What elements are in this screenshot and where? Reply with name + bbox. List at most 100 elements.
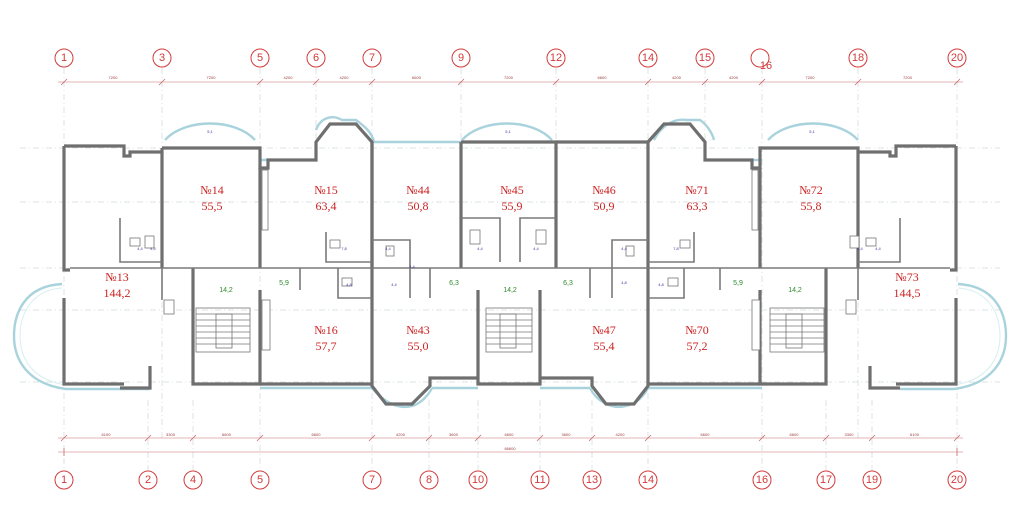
axis-label: 14 xyxy=(642,52,654,64)
axis-marker-top: 20 xyxy=(947,48,967,68)
bathroom-area: 7,8 xyxy=(341,246,347,251)
dim-label: 7200 xyxy=(109,75,119,80)
apartment-area: 144,2 xyxy=(104,286,131,300)
axis-marker-top: 7 xyxy=(362,48,382,68)
axis-label: 1 xyxy=(61,474,67,486)
axis-label: 5 xyxy=(257,474,263,486)
dim-tick xyxy=(425,434,433,442)
axis-marker-bottom: 20 xyxy=(947,470,967,490)
axis-label: 4 xyxy=(190,474,196,486)
apartment-number: №15 xyxy=(314,183,337,197)
stairwells xyxy=(195,307,825,353)
dim-tick xyxy=(644,78,652,86)
axis-marker-bottom: 10 xyxy=(468,470,488,490)
apartment-number: №72 xyxy=(799,183,822,197)
dim-label: 6100 xyxy=(102,432,112,437)
axis-circle xyxy=(419,470,439,490)
dim-label: 6100 xyxy=(910,432,920,437)
apartment-area: 55,5 xyxy=(202,199,223,213)
axis-marker-bottom: 13 xyxy=(582,470,602,490)
dim-tick xyxy=(256,434,264,442)
dim-label: 6600 xyxy=(790,432,800,437)
dim-tick xyxy=(536,434,544,442)
apartment-area: 57,2 xyxy=(687,339,708,353)
axis-label: 17 xyxy=(820,474,832,486)
axis-circle xyxy=(54,48,74,68)
hall-area: 14,2 xyxy=(788,287,802,294)
axis-circle xyxy=(152,48,172,68)
dim-tick xyxy=(158,78,166,86)
axis-circle xyxy=(582,470,602,490)
axis-circle xyxy=(183,470,203,490)
axis-label: 7 xyxy=(369,474,375,486)
bathroom-area: 4,8 xyxy=(658,282,664,287)
axis-marker-top: 18 xyxy=(848,48,868,68)
dim-label: 6600 xyxy=(701,432,711,437)
dim-tick xyxy=(953,434,961,442)
hall-area: 6,3 xyxy=(449,280,459,287)
dim-label: 4200 xyxy=(284,75,294,80)
axis-label: 5 xyxy=(257,52,263,64)
axis-marker-bottom: 2 xyxy=(138,470,158,490)
axis-circle xyxy=(695,48,715,68)
dim-tick xyxy=(758,434,766,442)
bathroom-area: 4,8 xyxy=(346,282,352,287)
dim-tick xyxy=(552,78,560,86)
bay-area: 5,1 xyxy=(505,129,511,134)
hall-area: 14,2 xyxy=(219,287,233,294)
dim-label: 3300 xyxy=(166,432,176,437)
axis-marker-bottom: 19 xyxy=(862,470,882,490)
dim-tick xyxy=(312,78,320,86)
dim-label: 7200 xyxy=(207,75,217,80)
walls xyxy=(62,122,958,406)
axis-circle xyxy=(546,48,566,68)
axis-marker-top: 15 xyxy=(695,48,715,68)
axis-label: 13 xyxy=(586,474,598,486)
dim-total-label: 66600 xyxy=(504,446,516,451)
dim-label: 3600 xyxy=(449,432,459,437)
axis-circle xyxy=(250,48,270,68)
dim-tick xyxy=(822,434,830,442)
dim-tick xyxy=(256,78,264,86)
dim-tick xyxy=(457,78,465,86)
axis-circle xyxy=(451,48,471,68)
axis-circle xyxy=(54,470,74,490)
axis-label: 8 xyxy=(426,474,432,486)
apartment-area: 55,0 xyxy=(408,339,429,353)
axis-circle xyxy=(816,470,836,490)
dim-label: 4200 xyxy=(672,75,682,80)
apartment-labels: №14 55,5 №15 63,4 №44 50,8 №45 55,9 №46 … xyxy=(104,183,921,353)
dim-tick xyxy=(953,78,961,86)
apartment-number: №71 xyxy=(685,183,708,197)
axis-label: 20 xyxy=(951,52,963,64)
apartment-area: 63,3 xyxy=(687,199,708,213)
axis-label: 2 xyxy=(145,474,151,486)
axis-marker-bottom: 1 xyxy=(54,470,74,490)
axis-label: 3 xyxy=(159,52,165,64)
axis-label: 12 xyxy=(550,52,562,64)
axis-marker-top: 6 xyxy=(306,48,326,68)
bay-area: 5,1 xyxy=(207,129,213,134)
axis-marker-bottom: 8 xyxy=(419,470,439,490)
dim-label: 7200 xyxy=(806,75,816,80)
axis-circle xyxy=(638,470,658,490)
axis-label: 9 xyxy=(458,52,464,64)
bathroom-area: 4,4 xyxy=(137,246,143,251)
apartment-number: №46 xyxy=(592,183,615,197)
axis-label: 15 xyxy=(699,52,711,64)
apartment-area: 55,4 xyxy=(594,339,615,353)
axis-circle xyxy=(638,48,658,68)
dim-tick xyxy=(368,434,376,442)
axis-label: 11 xyxy=(534,474,545,486)
bathroom-area: 4,4 xyxy=(391,282,397,287)
axis-circle xyxy=(362,48,382,68)
top-dimension-line xyxy=(58,78,963,86)
apartment-number: №47 xyxy=(592,323,615,337)
bay-area: 5,1 xyxy=(809,129,815,134)
bathroom-area: 4,4 xyxy=(857,246,863,251)
bathroom-area: 4,4 xyxy=(477,246,483,251)
